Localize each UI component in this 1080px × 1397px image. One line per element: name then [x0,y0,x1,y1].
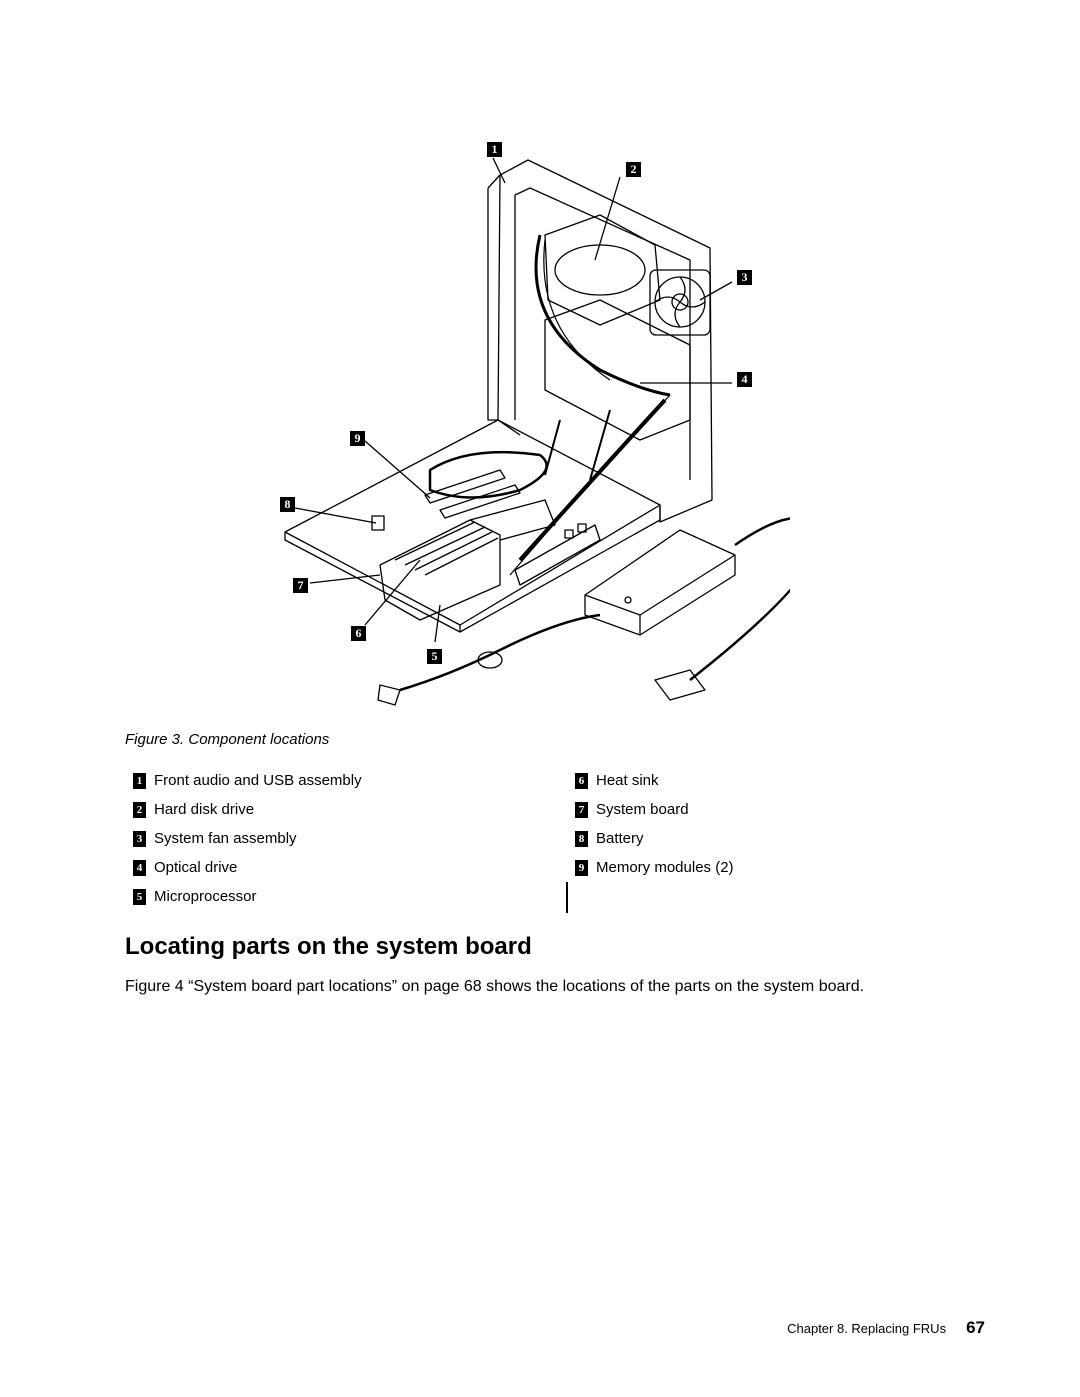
legend-num: 8 [575,831,588,847]
computer-internal-illustration [284,157,790,706]
legend-item-5: 5 Microprocessor [133,888,257,906]
revision-bar [566,882,568,913]
legend-label: Front audio and USB assembly [154,772,362,789]
legend-label: Battery [596,830,644,847]
legend-num: 9 [575,860,588,876]
legend-label: Memory modules (2) [596,859,734,876]
legend-item-7: 7 System board [575,801,689,819]
component-locations-figure: 1 2 3 4 9 8 7 6 5 [270,135,790,715]
callout-7: 7 [293,578,308,593]
legend-label: Heat sink [596,772,659,789]
legend-num: 6 [575,773,588,789]
legend-label: System fan assembly [154,830,297,847]
callout-3: 3 [737,270,752,285]
legend-label: Microprocessor [154,888,257,905]
callout-4: 4 [737,372,752,387]
legend-label: System board [596,801,689,818]
callout-1: 1 [487,142,502,157]
callout-5: 5 [427,649,442,664]
callout-2: 2 [626,162,641,177]
footer-chapter: Chapter 8. Replacing FRUs [787,1321,947,1336]
legend-item-8: 8 Battery [575,830,644,848]
legend-num: 7 [575,802,588,818]
page-number: 67 [966,1318,985,1337]
legend-item-1: 1 Front audio and USB assembly [133,772,362,790]
legend-label: Optical drive [154,859,238,876]
legend-item-3: 3 System fan assembly [133,830,297,848]
legend-num: 3 [133,831,146,847]
legend-item-4: 4 Optical drive [133,859,237,877]
legend-item-2: 2 Hard disk drive [133,801,254,819]
callout-8: 8 [280,497,295,512]
section-paragraph: Figure 4 “System board part locations” o… [125,978,865,995]
section-heading: Locating parts on the system board [125,933,532,960]
legend-num: 1 [133,773,146,789]
figure-caption: Figure 3. Component locations [125,731,330,748]
callout-6: 6 [351,626,366,641]
page-footer: Chapter 8. Replacing FRUs 67 [787,1318,985,1338]
legend-label: Hard disk drive [154,801,255,818]
legend-num: 2 [133,802,146,818]
legend-item-6: 6 Heat sink [575,772,659,790]
callout-9: 9 [350,431,365,446]
legend-num: 4 [133,860,146,876]
legend-num: 5 [133,889,146,905]
legend-item-9: 9 Memory modules (2) [575,859,734,877]
